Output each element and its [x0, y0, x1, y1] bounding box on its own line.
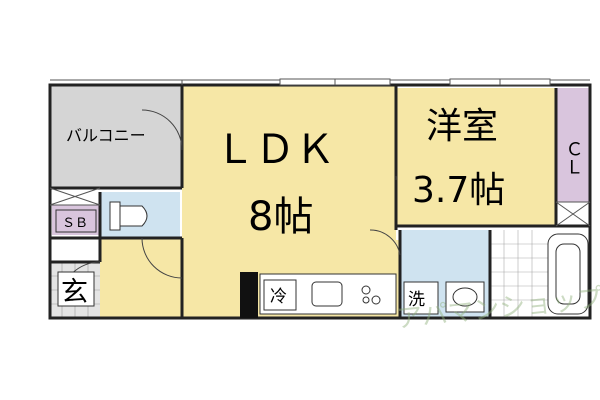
balcony-label: バルコニー — [66, 126, 146, 145]
ldk-label: ＬＤＫ — [215, 127, 335, 173]
storage-label: ＳＢ — [62, 216, 88, 231]
storage-box — [55, 209, 97, 233]
washer-box — [403, 281, 439, 315]
balcony-area — [50, 85, 182, 188]
western-room-label: 洋室 — [426, 106, 498, 147]
toilet-icon — [109, 201, 148, 231]
closet-label: ＣＬ — [563, 140, 584, 176]
windows — [279, 78, 551, 86]
fridge-label: 冷 — [270, 287, 287, 307]
ldk-area — [182, 85, 396, 240]
ldk-size-label: 8帖 — [248, 194, 313, 240]
pillar — [240, 272, 258, 318]
bathtub-icon — [547, 233, 589, 315]
corridor-area — [100, 238, 182, 318]
entrance-box — [57, 271, 95, 307]
bath-tiles — [490, 230, 548, 318]
western-room-size-label: 3.7帖 — [412, 170, 505, 211]
closet-area — [556, 88, 590, 202]
fridge-box — [263, 279, 297, 311]
washer-label: 洗 — [408, 290, 425, 310]
wash-basin-icon — [445, 281, 485, 313]
entrance-label: 玄 — [61, 277, 88, 308]
western-room-area — [396, 88, 556, 226]
